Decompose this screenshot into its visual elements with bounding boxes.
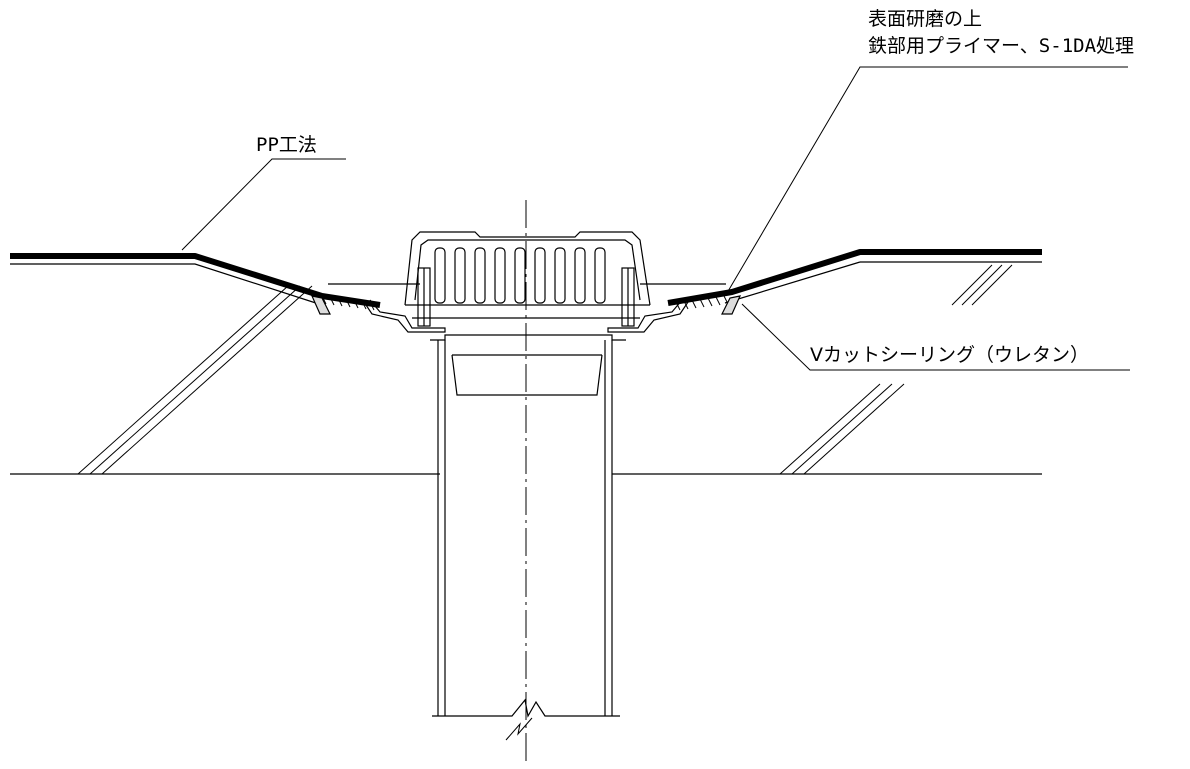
surface-treatment-label-line1: 表面研磨の上 xyxy=(868,8,983,30)
anchor-bolts xyxy=(417,267,635,327)
leader-lines xyxy=(181,66,1130,371)
v-cut-sealing-label: Vカットシーリング（ウレタン） xyxy=(810,344,1089,366)
waterproof-membrane xyxy=(10,249,1042,308)
v-cut-sealing xyxy=(310,295,742,315)
membrane-hatch xyxy=(321,295,729,311)
drain-flange xyxy=(328,283,726,333)
drain-pipe xyxy=(430,334,626,718)
pp-method-label: PP工法 xyxy=(256,134,317,156)
roof-surface-lines xyxy=(10,261,1042,475)
break-symbol xyxy=(505,717,533,741)
concrete-hatch xyxy=(77,264,1013,475)
surface-treatment-label-line2: 鉄部用プライマー、S-1DA処理 xyxy=(868,35,1135,57)
drain-grate xyxy=(404,231,651,306)
